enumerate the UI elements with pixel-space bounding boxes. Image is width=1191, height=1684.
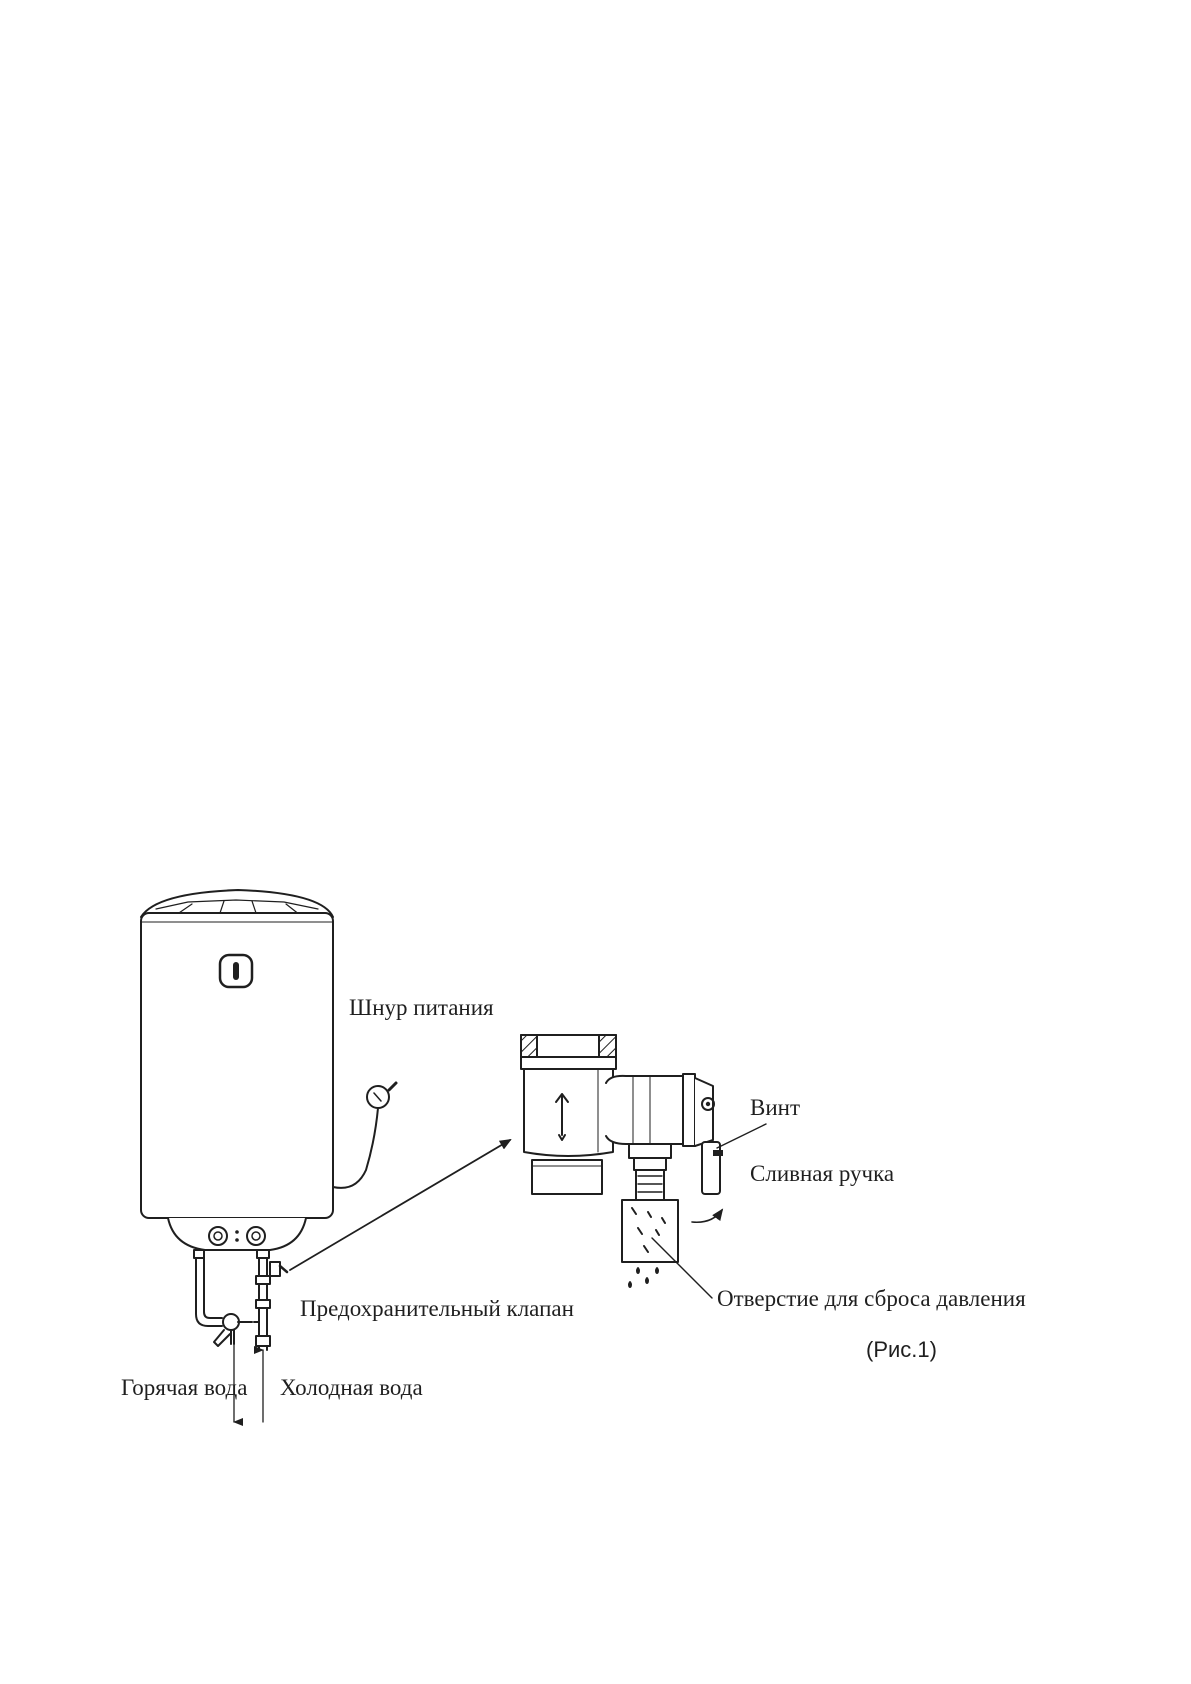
control-knobs [208,1226,266,1246]
label-safety-valve: Предохранительный клапан [300,1296,574,1321]
cold-water-pipe [253,1249,289,1351]
figure-caption: (Рис.1) [866,1337,937,1362]
label-hot-water: Горячая вода [121,1375,248,1400]
safety-valve-icon [520,1034,724,1288]
relief-hole-leader [651,1237,713,1299]
indicator-lamp-icon [218,953,254,989]
screw-icon [701,1097,715,1111]
screw-leader [716,1123,767,1149]
power-cord-icon [332,1081,398,1189]
label-pressure-relief-hole: Отверстие для сброса давления [717,1286,1026,1311]
water-heater-icon [140,889,398,1426]
zoom-arrow [289,1138,512,1271]
label-drain-handle: Сливная ручка [750,1161,895,1186]
label-screw: Винт [750,1095,801,1120]
hot-water-pipe [193,1249,253,1347]
drain-handle-icon [691,1141,724,1224]
label-cold-water: Холодная вода [280,1375,423,1400]
label-power-cord: Шнур питания [349,995,494,1020]
